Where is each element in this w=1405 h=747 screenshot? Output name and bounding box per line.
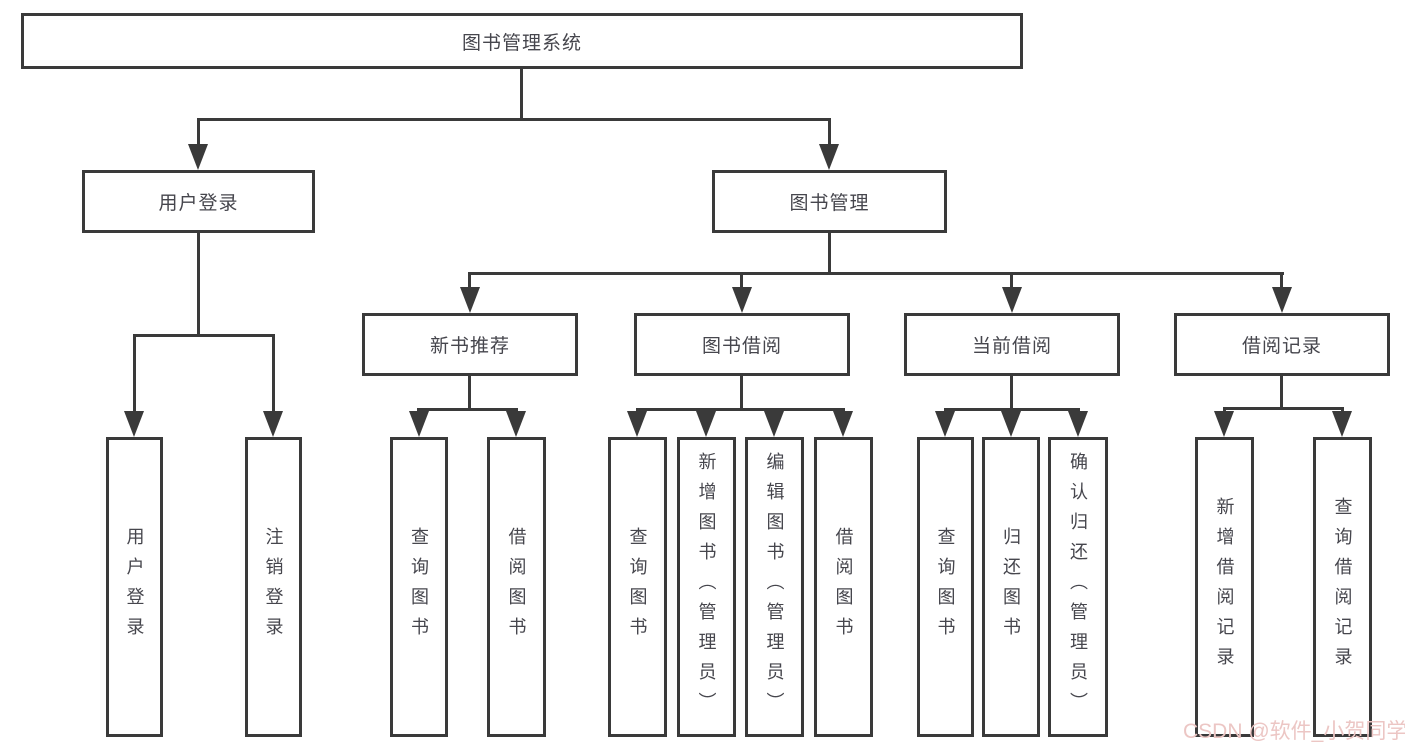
node-library-management-system: 图书管理系统	[21, 13, 1023, 69]
connector-borrow-horizontal	[636, 408, 845, 411]
node-book-borrow: 图书借阅	[634, 313, 850, 376]
leaf-query-book-current: 查询图书	[917, 437, 974, 737]
arrow-down-icon	[935, 411, 955, 437]
arrow-down-icon	[1332, 411, 1352, 437]
leaf-label: 新增借阅记录	[1214, 497, 1235, 677]
leaf-logout: 注销登录	[245, 437, 302, 737]
arrow-down-icon	[1214, 411, 1234, 437]
leaf-borrow-book-recommend: 借阅图书	[487, 437, 546, 737]
connector-new-book-drop	[468, 272, 471, 290]
leaf-add-book-admin: 新增图书（管理员）	[677, 437, 736, 737]
leaf-return-book: 归还图书	[982, 437, 1040, 737]
leaf-label: 注销登录	[263, 527, 284, 647]
arrow-down-icon	[506, 411, 526, 437]
connector-mgmt-horizontal	[468, 272, 1284, 275]
arrow-down-icon	[263, 411, 283, 437]
leaf-label: 新增图书（管理员）	[696, 452, 717, 722]
node-book-management: 图书管理	[712, 170, 947, 233]
connector-root-horizontal	[197, 118, 831, 121]
leaf-edit-book-admin: 编辑图书（管理员）	[745, 437, 804, 737]
arrow-down-icon	[1068, 411, 1088, 437]
connector-root-vertical	[520, 69, 523, 119]
leaf-query-book-recommend: 查询图书	[390, 437, 448, 737]
connector-user-vertical	[197, 233, 200, 334]
connector-record-vertical	[1280, 376, 1283, 409]
arrow-down-icon	[460, 287, 480, 313]
connector-stub	[1341, 407, 1344, 414]
connector-user-login-drop	[197, 118, 200, 147]
arrow-down-icon	[627, 411, 647, 437]
connector-stub	[1223, 407, 1226, 414]
leaf-label: 查询图书	[935, 527, 956, 647]
connector-record-horizontal	[1223, 407, 1344, 410]
connector-user-leaf2-drop	[272, 334, 275, 414]
leaf-label: 查询图书	[409, 527, 429, 647]
connector-borrow-vertical	[740, 376, 743, 410]
connector-newbook-vertical	[468, 376, 471, 410]
leaf-label: 查询图书	[627, 527, 648, 647]
connector-current-horizontal	[944, 408, 1080, 411]
leaf-confirm-return-admin: 确认归还（管理员）	[1048, 437, 1108, 737]
connector-newbook-horizontal	[417, 408, 518, 411]
arrow-down-icon	[124, 411, 144, 437]
arrow-down-icon	[1272, 287, 1292, 313]
node-user-login: 用户登录	[82, 170, 315, 233]
connector-current-borrow-drop	[1010, 272, 1013, 290]
arrow-down-icon	[1001, 411, 1021, 437]
connector-current-vertical	[1010, 376, 1013, 410]
csdn-watermark: CSDN @软件_小贺同学	[1183, 720, 1405, 743]
leaf-label: 查询借阅记录	[1332, 497, 1353, 677]
leaf-borrow-book: 借阅图书	[814, 437, 873, 737]
leaf-label: 归还图书	[1001, 527, 1021, 647]
node-new-book-recommend: 新书推荐	[362, 313, 578, 376]
leaf-user-login: 用户登录	[106, 437, 163, 737]
arrow-down-icon	[732, 287, 752, 313]
arrow-down-icon	[819, 144, 839, 170]
connector-borrow-record-drop	[1280, 272, 1283, 290]
leaf-query-book-borrow: 查询图书	[608, 437, 667, 737]
node-current-borrow: 当前借阅	[904, 313, 1120, 376]
leaf-label: 用户登录	[124, 527, 145, 647]
connector-user-leaf1-drop	[133, 334, 136, 414]
arrow-down-icon	[1002, 287, 1022, 313]
leaf-label: 借阅图书	[833, 527, 854, 647]
leaf-query-borrow-record: 查询借阅记录	[1313, 437, 1372, 737]
arrow-down-icon	[409, 411, 429, 437]
arrow-down-icon	[188, 144, 208, 170]
node-borrow-record: 借阅记录	[1174, 313, 1390, 376]
leaf-label: 借阅图书	[506, 527, 527, 647]
connector-book-borrow-drop	[740, 272, 743, 290]
connector-mgmt-vertical	[828, 233, 831, 274]
connector-book-mgmt-drop	[828, 118, 831, 147]
leaf-label: 确认归还（管理员）	[1068, 452, 1088, 722]
arrow-down-icon	[696, 411, 716, 437]
arrow-down-icon	[833, 411, 853, 437]
connector-user-horizontal	[133, 334, 275, 337]
arrow-down-icon	[764, 411, 784, 437]
leaf-add-borrow-record: 新增借阅记录	[1195, 437, 1254, 737]
leaf-label: 编辑图书（管理员）	[764, 452, 785, 722]
